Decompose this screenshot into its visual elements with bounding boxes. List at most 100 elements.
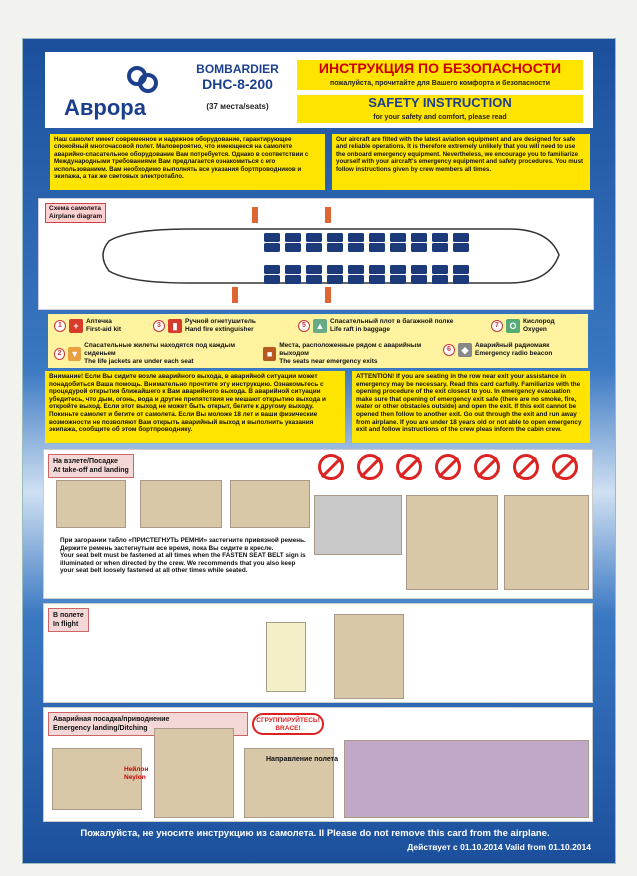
radio-beacon-icon: ◆ [458, 343, 472, 357]
prohibited-device-icon [435, 454, 461, 480]
no-heels-illustration [154, 728, 234, 818]
seat [432, 275, 448, 284]
seat [348, 265, 364, 274]
flight-direction-label: Направление полета [266, 756, 338, 763]
remove-shoes-illustration [52, 748, 142, 810]
first-aid-icon: + [69, 319, 83, 333]
seat [369, 243, 385, 252]
seat [453, 233, 469, 242]
exit-arrow-1 [252, 207, 258, 223]
aircraft-model: BOMBARDIER DHC-8-200 (37 места/seats) [180, 62, 295, 111]
legend-num: 6 [443, 344, 455, 356]
life-raft-icon: ▲ [313, 319, 327, 333]
legend-num: 2 [54, 348, 66, 360]
prohibited-device-icon [552, 454, 578, 480]
inflight-label: В полете In flight [48, 608, 89, 632]
takeoff-section: На взлете/Посадке At take-off and landin… [43, 449, 593, 599]
seat [264, 275, 280, 284]
seat [390, 265, 406, 274]
legend-ru: Места, расположенные рядом с аварийным в… [279, 342, 422, 357]
legend-en: First-aid kit [86, 326, 122, 333]
exit-arrow-2 [325, 207, 331, 223]
aurora-logo [127, 66, 158, 93]
title-ru: ИНСТРУКЦИЯ ПО БЕЗОПАСНОСТИ [318, 60, 562, 76]
seat [327, 275, 343, 284]
fire-extinguisher-icon: ▮ [168, 319, 182, 333]
takeoff-label: На взлете/Посадке At take-off and landin… [48, 454, 134, 478]
inflight-section: В полете In flight [43, 603, 593, 703]
footer-notice: Пожалуйста, не уносите инструкцию из сам… [80, 828, 550, 839]
seat [285, 265, 301, 274]
legend-ru: Спасательные жилеты находятся под каждым… [84, 342, 236, 357]
seat [306, 265, 322, 274]
seated-passenger-illustration [334, 614, 404, 699]
seat [411, 233, 427, 242]
legend-life-jackets: 2 ▼ Спасательные жилеты находятся под ка… [54, 342, 254, 366]
brace-badge: СГРУППИРУЙТЕСЬ! BRACE! [252, 713, 324, 735]
prohibited-device-icon [357, 454, 383, 480]
seat [348, 243, 364, 252]
airplane-diagram-drawing [102, 207, 560, 303]
maker: BOMBARDIER [196, 62, 279, 76]
seat [432, 243, 448, 252]
model-code: DHC-8-200 [202, 76, 273, 92]
seat [432, 265, 448, 274]
prohibited-device-icon [318, 454, 344, 480]
legend-num: 3 [153, 320, 165, 332]
intro-ru: Наш самолет имеет современное и надежное… [50, 134, 325, 190]
seat [327, 233, 343, 242]
seat [411, 275, 427, 284]
intro-en: Our aircraft are fitted with the latest … [332, 134, 590, 190]
exit-seat-icon: ■ [263, 347, 277, 361]
prohibited-device-icon [513, 454, 539, 480]
title-en-box: SAFETY INSTRUCTION for your safety and c… [297, 95, 583, 123]
seat [369, 275, 385, 284]
subtitle-en: for your safety and comfort, please read [373, 114, 507, 121]
seat [306, 243, 322, 252]
exit-arrow-4 [325, 287, 331, 303]
seat [390, 233, 406, 242]
legend-ru: Аптечка [86, 318, 112, 325]
seat [348, 275, 364, 284]
seat [453, 265, 469, 274]
seat [453, 243, 469, 252]
belt-fasten-illustration [56, 480, 126, 528]
legend-ru: Кислород [523, 318, 555, 325]
oxygen-icon: O [506, 319, 520, 333]
legend-en: Emergency radio beacon [475, 350, 553, 357]
seat-count: (37 места/seats) [206, 102, 269, 111]
warning-en: ATTENTION! If you are seating in the row… [352, 371, 590, 443]
legend-ru: Аварийный радиомаяк [475, 342, 550, 349]
seat [327, 243, 343, 252]
warning-ru: Внимание! Если Вы сидите возле аварийног… [45, 371, 345, 443]
belt-release-illustration [230, 480, 310, 528]
valid-date: Действует с 01.10.2014 Valid from 01.10.… [407, 842, 591, 852]
legend-en: Hand fire extinguisher [185, 326, 254, 333]
seat [411, 265, 427, 274]
seat [306, 275, 322, 284]
seat [348, 233, 364, 242]
seat-grid [264, 233, 469, 284]
seat [306, 233, 322, 242]
brand-name: Аврора [64, 95, 146, 120]
seatbelt-text-en: Your seat belt must be fastened at all t… [60, 552, 306, 575]
diagram-label: Схема самолета Airplane diagram [45, 203, 107, 223]
prohibited-device-icon [396, 454, 422, 480]
emergency-section: Аварийная посадка/приводнение Emergency … [43, 707, 593, 822]
nylon-note: Нейлон Neylon [124, 766, 149, 781]
legend-num: 1 [54, 320, 66, 332]
seat [285, 243, 301, 252]
subtitle-ru: пожалуйста, прочитайте для Вашего комфор… [329, 80, 551, 87]
seat [264, 233, 280, 242]
seat [432, 233, 448, 242]
legend-en: Oxygen [523, 326, 547, 333]
seat [411, 243, 427, 252]
seat [285, 275, 301, 284]
seat [453, 275, 469, 284]
legend-num: 5 [298, 320, 310, 332]
